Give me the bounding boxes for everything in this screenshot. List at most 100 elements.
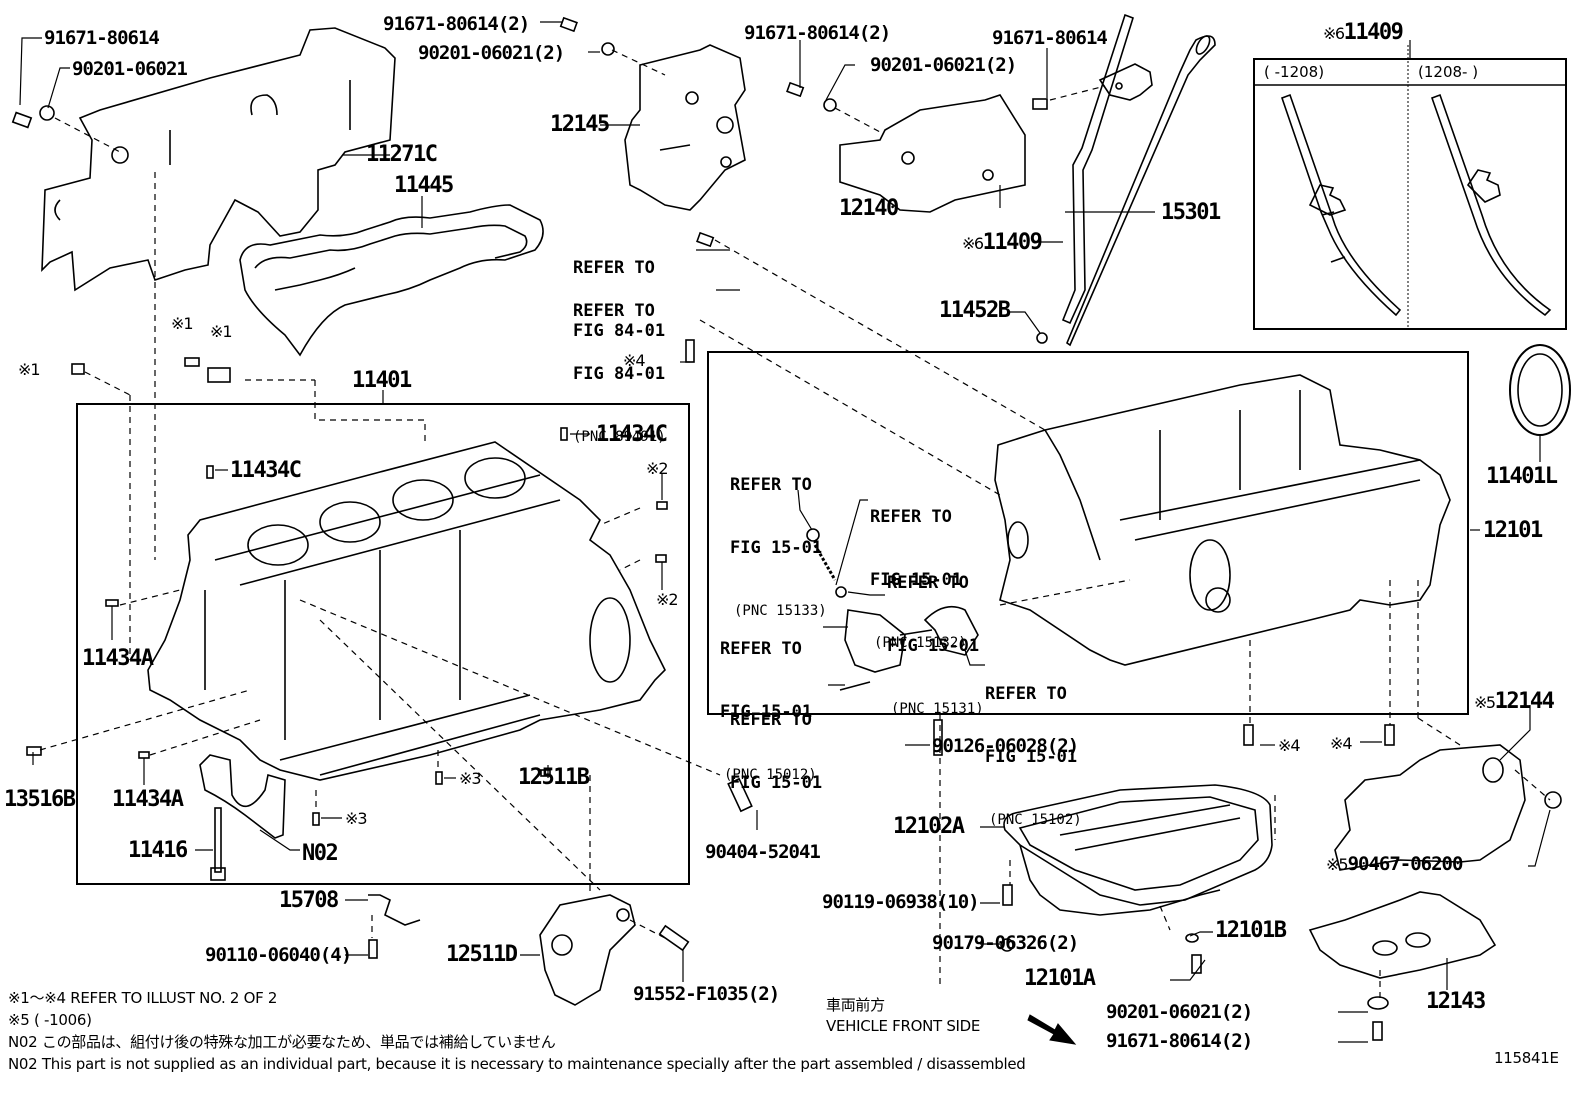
refer-to-fig-15-01-pnc-15012[interactable]: REFER TO FIG 15-01 (PNC 15012) [720,597,817,807]
part-label-12144[interactable]: ※512144 [1474,689,1555,714]
part-label-91671-80614-2-b[interactable]: 91671-80614(2) [744,22,891,44]
refer-to-fig-15-01-pnc-15132[interactable]: REFER TO FIG 15-01 (PNC 15132) [870,465,967,675]
note-mark-1-b: ※1 [210,322,233,341]
bracket-12511d-drawing [539,894,636,1006]
refer-to-text: REFER TO [730,710,812,730]
part-label-91552-f1035-2[interactable]: 91552-F1035(2) [633,983,780,1005]
pnc-15132: (PNC 15132) [874,635,967,651]
part-label-11401[interactable]: 11401 [352,368,412,393]
oil-level-gauge-15301-drawing [1066,35,1216,347]
part-label-90179-06326-2[interactable]: 90179-06326(2) [932,932,1079,954]
part-number-11409[interactable]: 11409 [982,230,1043,255]
part-label-90110-06040-4[interactable]: 90110-06040(4) [205,944,352,966]
part-label-11401l[interactable]: 11401L [1486,464,1558,489]
part-label-12511d[interactable]: 12511D [446,942,518,967]
inset-guide-new-drawing [1430,93,1552,317]
part-label-90201-06021-2-c[interactable]: 90201-06021(2) [1106,1001,1253,1023]
part-number-90467-06200[interactable]: 90467-06200 [1347,853,1464,875]
part-label-90201-06021-top-left[interactable]: 90201-06021 [72,58,188,80]
part-number-12144[interactable]: 12144 [1494,689,1555,714]
inset-column-header-from-1208: (1208- ) [1418,63,1479,81]
part-label-90467-06200[interactable]: ※590467-06200 [1326,853,1464,875]
cylinder-block-frame [76,403,690,885]
bolt-drawings [11,16,1395,1041]
fig-ref-84-01[interactable]: FIG 84-01 [573,321,666,341]
refer-to-fig-15-01-pnc-15133[interactable]: REFER TO FIG 15-01 (PNC 15133) [730,433,827,643]
part-label-11452b[interactable]: 11452B [939,298,1011,323]
part-label-11271c[interactable]: 11271C [366,142,438,167]
part-label-11434a-b[interactable]: 11434A [112,787,184,812]
cylinder-head-cover-11271c-drawing [41,27,396,292]
part-label-11445[interactable]: 11445 [394,173,454,198]
pnc-15012: (PNC 15012) [724,767,817,783]
fig-ref-15-01[interactable]: FIG 15-01 [720,702,813,722]
refer-to-fig-84-01-pnc-89491[interactable]: REFER TO FIG 84-01 (PNC 89491) [573,259,666,469]
part-label-15301[interactable]: 15301 [1161,200,1221,225]
part-label-90404-52041[interactable]: 90404-52041 [705,841,821,863]
pnc-15133: (PNC 15133) [734,603,827,619]
part-label-91671-80614-2-a[interactable]: 91671-80614(2) [383,13,530,35]
dowel-drawings [105,427,668,826]
note-mark-1-c: ※1 [18,360,41,379]
part-label-90201-06021-2-a[interactable]: 90201-06021(2) [418,42,565,64]
part-label-n02[interactable]: N02 [302,841,339,866]
footnote-mark-5: ※5 ( -1006) [8,1011,92,1029]
fig-ref-15-01[interactable]: FIG 15-01 [887,636,980,656]
refer-to-text: REFER TO [870,507,952,527]
fig-ref-84-01[interactable]: FIG 84-01 [573,364,666,384]
fig-ref-15-01[interactable]: FIG 15-01 [730,773,823,793]
part-label-11434a-a[interactable]: 11434A [82,646,154,671]
note-mark-6: ※6 [962,234,984,253]
part-label-90119-06938-10[interactable]: 90119-06938(10) [822,891,980,913]
cylinder-head-cover-gasket-11445-drawing [239,204,544,357]
part-label-12101b[interactable]: 12101B [1215,918,1287,943]
part-label-15708[interactable]: 15708 [279,888,339,913]
part-number-11409-inset[interactable]: 11409 [1343,20,1404,45]
part-label-13516b[interactable]: 13516B [4,787,76,812]
refer-to-fig-15-01-pnc-15131[interactable]: REFER TO FIG 15-01 (PNC 15131) [887,531,984,741]
bolt-11416-drawing [210,807,226,881]
refer-to-text: REFER TO [720,639,802,659]
fig-ref-15-01[interactable]: FIG 15-01 [985,747,1078,767]
part-label-11434c-b[interactable]: 11434C [596,422,668,447]
note-mark-4-c: ※4 [1330,734,1353,753]
refer-to-fig-15-01-bolt[interactable]: REFER TO FIG 15-01 [730,668,822,815]
part-label-12140[interactable]: 12140 [839,196,899,221]
part-label-11409-inset[interactable]: ※611409 [1323,20,1404,45]
note-mark-3-a: ※3 [459,769,482,788]
part-label-91671-80614-right[interactable]: 91671-80614 [992,27,1108,49]
cylinder-block-11401-drawing [147,441,666,781]
refer-to-fig-84-01-bolt[interactable]: REFER TO FIG 84-01 [573,216,665,363]
part-label-91671-80614-2-c[interactable]: 91671-80614(2) [1106,1030,1253,1052]
part-label-11434c-a[interactable]: 11434C [230,458,302,483]
refer-to-fig-15-01-pnc-15102[interactable]: REFER TO FIG 15-01 (PNC 15102) [985,642,1082,852]
part-label-90126-06028-2[interactable]: 90126-06028(2) [932,735,1079,757]
part-label-12101[interactable]: 12101 [1483,518,1543,543]
oil-level-gauge-guide-inset-frame [1253,58,1567,330]
vehicle-front-label-en: VEHICLE FRONT SIDE [826,1017,981,1035]
bracket-12140-drawing [839,94,1026,213]
bracket-12144-drawing [1334,744,1562,871]
refer-to-text: REFER TO [573,258,655,278]
pnc-15131: (PNC 15131) [891,701,984,717]
assembly-dashed-lines [39,49,1551,1000]
note-mark-6: ※6 [1323,24,1345,43]
part-label-12101a[interactable]: 12101A [1024,966,1096,991]
part-label-11416[interactable]: 11416 [128,838,188,863]
part-label-90201-06021-2-b[interactable]: 90201-06021(2) [870,54,1017,76]
part-label-12145[interactable]: 12145 [550,112,610,137]
part-label-12511b[interactable]: 12511B [518,765,590,790]
refer-to-text: REFER TO [573,301,655,321]
note-mark-5: ※5 [1326,855,1349,874]
fig-ref-15-01[interactable]: FIG 15-01 [870,570,963,590]
bearing-cap-n02-drawing [199,754,286,839]
part-label-91671-80614-top-left[interactable]: 91671-80614 [44,27,160,49]
part-label-12102a[interactable]: 12102A [893,814,965,839]
vehicle-front-label-jp: 車両前方 [826,996,885,1014]
part-label-11409[interactable]: ※611409 [962,230,1043,255]
note-mark-5: ※5 [1474,693,1496,712]
part-label-12143[interactable]: 12143 [1426,989,1486,1014]
refer-to-text: REFER TO [730,475,812,495]
fig-ref-15-01[interactable]: FIG 15-01 [730,538,823,558]
